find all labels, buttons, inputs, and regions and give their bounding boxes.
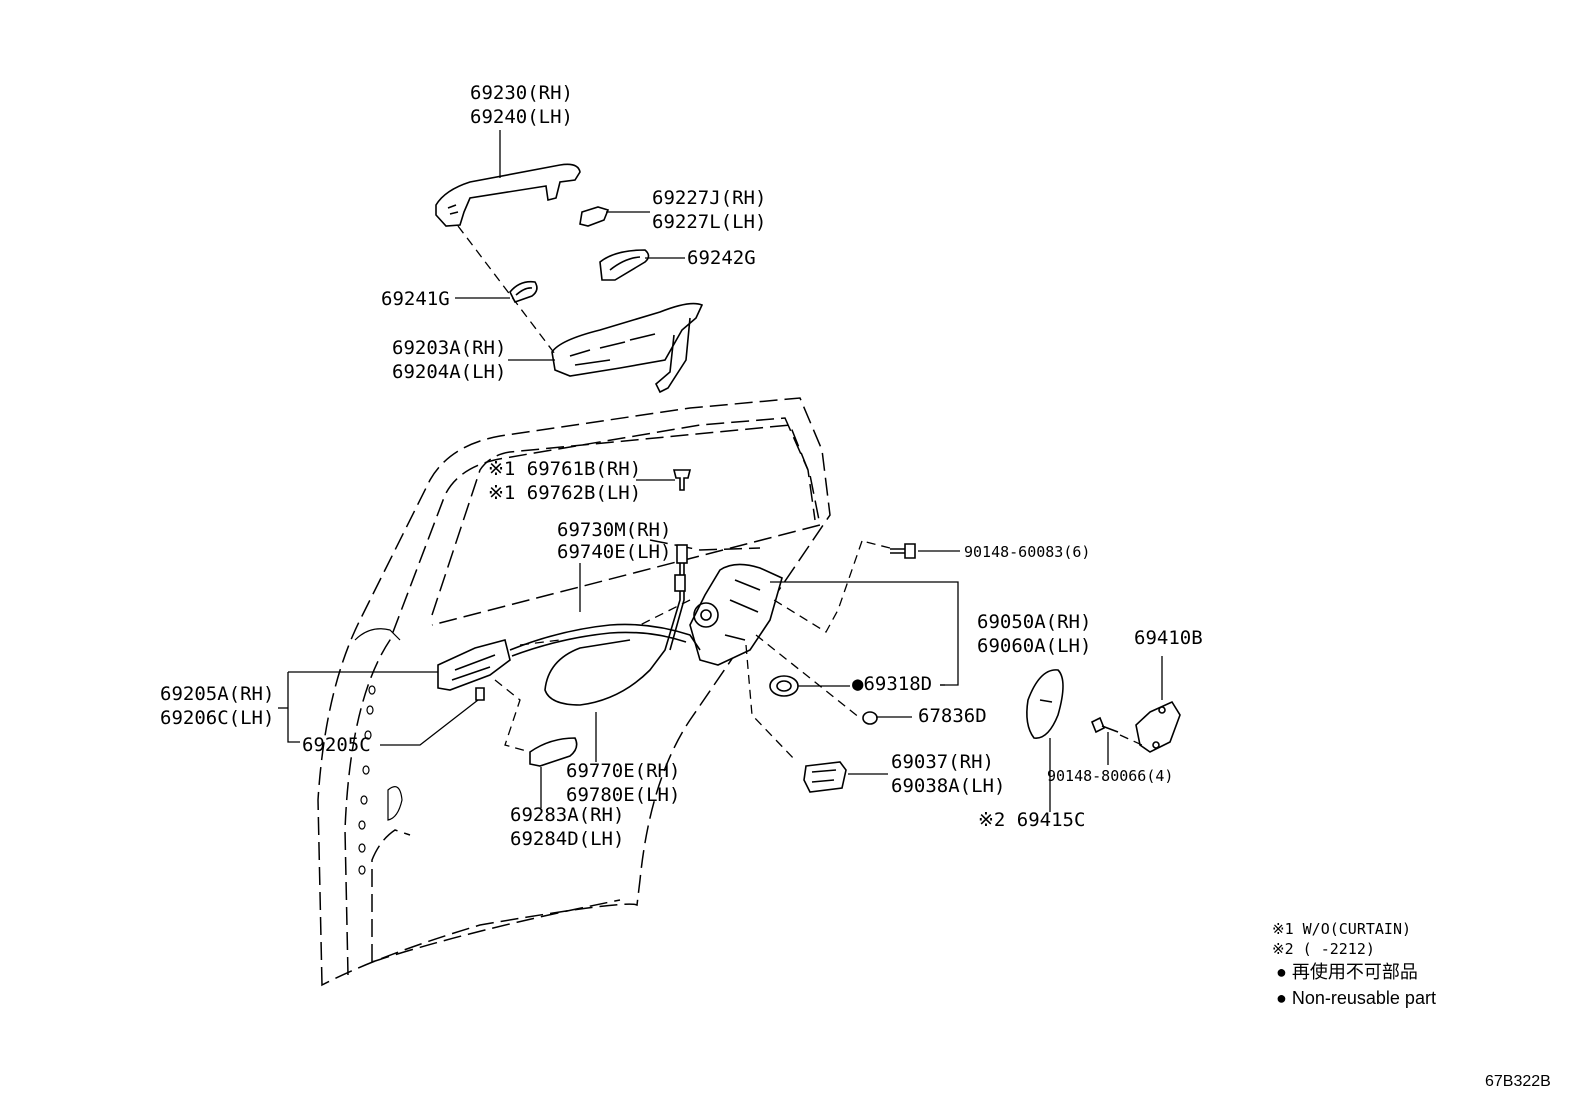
label-door-lock-rh: 69050A(RH) bbox=[977, 611, 1091, 633]
label-screw-striker: 90148-80066(4) bbox=[1047, 767, 1173, 785]
label-inner-handle-lh: 69206C(LH) bbox=[160, 707, 274, 729]
label-lock-bracket-lh: 69038A(LH) bbox=[891, 775, 1005, 797]
label-door-lock: 69050A(RH) 69060A(LH) bbox=[977, 611, 1091, 657]
door-holes bbox=[354, 628, 403, 875]
pad-rear-part bbox=[599, 249, 650, 281]
label-outer-handle: 69230(RH) 69240(LH) bbox=[470, 82, 573, 128]
legend-note-1: ※1 W/O(CURTAIN) bbox=[1272, 920, 1411, 938]
label-bezel-rh: 69283A(RH) bbox=[510, 804, 624, 826]
label-striker: 69410B bbox=[1134, 627, 1203, 649]
leader-lines bbox=[278, 130, 1163, 812]
label-plug: 67836D bbox=[918, 705, 987, 727]
striker-part bbox=[1135, 700, 1181, 753]
door-outline bbox=[317, 397, 831, 987]
label-lock-bracket: 69037(RH) 69038A(LH) bbox=[891, 751, 1005, 797]
label-lock-knob-rh: ※1 69761B(RH) bbox=[488, 458, 641, 480]
legend-note-2: ※2 ( -2212) bbox=[1272, 940, 1375, 958]
label-handle-cover-rh: 69227J(RH) bbox=[652, 187, 766, 209]
label-seal: ●69318D bbox=[852, 673, 932, 695]
label-inner-handle-rh: 69205A(RH) bbox=[160, 683, 274, 705]
door-lock-part bbox=[689, 563, 783, 666]
handle-frame-part bbox=[551, 302, 704, 394]
label-outer-handle-lh: 69240(LH) bbox=[470, 106, 573, 128]
label-inner-handle-sub: 69205C bbox=[302, 734, 371, 756]
label-bezel: 69283A(RH) 69284D(LH) bbox=[510, 804, 624, 850]
inner-handle-part bbox=[437, 639, 511, 701]
legend: ※1 W/O(CURTAIN) ※2 ( -2212) ● 再使用不可部品 ● … bbox=[1272, 920, 1436, 1008]
label-outer-handle-rh: 69230(RH) bbox=[470, 82, 573, 104]
plug-part bbox=[862, 711, 878, 725]
legend-nonreusable-en: ● Non-reusable part bbox=[1276, 988, 1436, 1008]
label-lock-knob-lh: ※1 69762B(LH) bbox=[488, 482, 641, 504]
label-cable-upper: 69730M(RH) 69740E(LH) bbox=[557, 519, 671, 563]
legend-nonreusable-jp: ● 再使用不可部品 bbox=[1276, 962, 1418, 982]
label-inner-handle: 69205A(RH) 69206C(LH) bbox=[160, 683, 274, 729]
label-cable-lower-rh: 69770E(RH) bbox=[566, 760, 680, 782]
pad-front-part bbox=[509, 280, 538, 303]
label-cable-lower-lh: 69780E(LH) bbox=[566, 784, 680, 806]
cover-pad-part bbox=[1026, 669, 1064, 739]
label-pad-rear: 69242G bbox=[687, 247, 756, 269]
diagram-code: 67B322B bbox=[1485, 1073, 1551, 1090]
handle-cover-part bbox=[579, 206, 610, 227]
lock-knob-part bbox=[672, 469, 692, 491]
label-bezel-lh: 69284D(LH) bbox=[510, 828, 624, 850]
screw-striker-part bbox=[1090, 716, 1119, 734]
label-cable-upper-lh: 69740E(LH) bbox=[557, 541, 671, 563]
bezel-part bbox=[529, 737, 578, 767]
label-handle-cover: 69227J(RH) 69227L(LH) bbox=[652, 187, 766, 233]
label-cable-upper-rh: 69730M(RH) bbox=[557, 519, 671, 541]
label-handle-frame-rh: 69203A(RH) bbox=[392, 337, 506, 359]
label-cover-pad: ※2 69415C bbox=[978, 809, 1085, 831]
cables bbox=[509, 544, 701, 706]
lock-bracket-part bbox=[803, 761, 847, 793]
label-handle-frame: 69203A(RH) 69204A(LH) bbox=[392, 337, 506, 383]
label-handle-frame-lh: 69204A(LH) bbox=[392, 361, 506, 383]
screw-lock-part bbox=[890, 543, 916, 559]
label-lock-knob: ※1 69761B(RH) ※1 69762B(LH) bbox=[488, 458, 641, 504]
label-pad-front: 69241G bbox=[381, 288, 450, 310]
label-handle-cover-lh: 69227L(LH) bbox=[652, 211, 766, 233]
seal-part bbox=[769, 675, 799, 697]
dashed-connections bbox=[457, 225, 1143, 761]
label-screw-lock: 90148-60083(6) bbox=[964, 543, 1090, 561]
label-cable-lower: 69770E(RH) 69780E(LH) bbox=[566, 760, 680, 806]
label-door-lock-lh: 69060A(LH) bbox=[977, 635, 1091, 657]
outer-handle-part bbox=[435, 163, 581, 227]
label-lock-bracket-rh: 69037(RH) bbox=[891, 751, 994, 773]
